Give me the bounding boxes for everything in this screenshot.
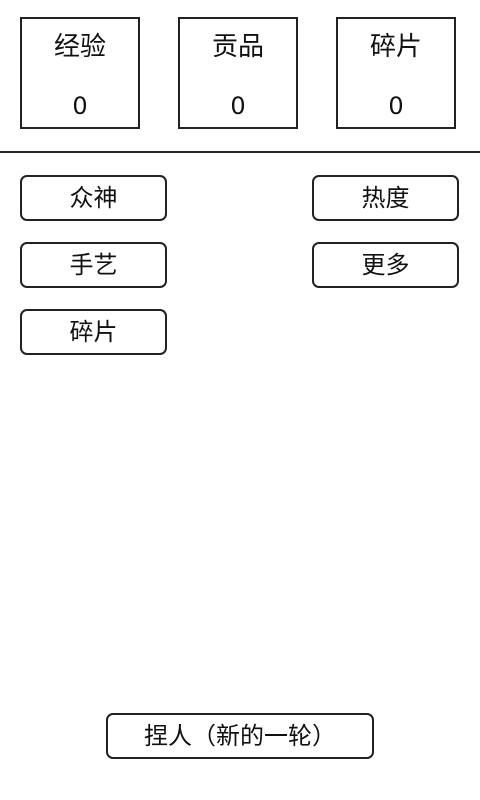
knead-new-round-button[interactable]: 捏人（新的一轮）: [106, 713, 374, 759]
gods-button[interactable]: 众神: [20, 175, 167, 221]
stat-value-offerings: 0: [230, 92, 246, 120]
stat-label-fragments: 碎片: [369, 32, 422, 62]
header-divider: [0, 151, 480, 153]
fragments-button[interactable]: 碎片: [20, 309, 167, 355]
stat-box-experience: 经验 0: [20, 17, 140, 129]
stat-value-experience: 0: [72, 92, 88, 120]
stat-label-experience: 经验: [53, 32, 106, 62]
stat-label-offerings: 贡品: [211, 32, 264, 62]
more-button[interactable]: 更多: [312, 242, 459, 288]
stat-value-fragments: 0: [388, 92, 404, 120]
stat-box-offerings: 贡品 0: [178, 17, 298, 129]
crafts-button[interactable]: 手艺: [20, 242, 167, 288]
stat-box-fragments: 碎片 0: [336, 17, 456, 129]
popularity-button[interactable]: 热度: [312, 175, 459, 221]
